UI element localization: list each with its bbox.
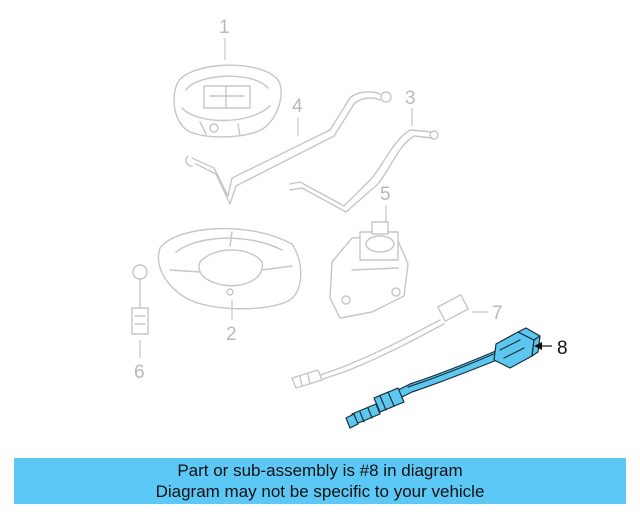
part-8-oxygen-sensor	[345, 327, 541, 429]
callout-3: 3	[405, 88, 416, 109]
banner-line-part: Part or sub-assembly is #8 in diagram	[177, 461, 463, 480]
callout-6: 6	[134, 362, 145, 383]
parts-diagram: 1 4 3 5 2	[131, 17, 568, 429]
part-1-canister	[173, 64, 282, 138]
part-2-shield	[157, 227, 302, 310]
callout-7: 7	[492, 303, 503, 324]
info-banner: Part or sub-assembly is #8 in diagram Di…	[14, 458, 626, 504]
banner-line-disclaimer: Diagram may not be specific to your vehi…	[155, 482, 485, 501]
callout-5: 5	[380, 184, 391, 205]
part-5-purge-valve	[329, 221, 409, 319]
callout-2: 2	[226, 324, 237, 345]
part-3-purge-line	[289, 129, 439, 213]
part-6-sensor	[131, 264, 149, 335]
callout-8: 8	[557, 338, 568, 359]
callout-4: 4	[292, 96, 303, 117]
callout-1: 1	[219, 17, 230, 38]
part-4-hose	[185, 91, 392, 205]
part-7-oxygen-sensor	[291, 294, 469, 389]
leader-8-arrowhead	[534, 342, 542, 350]
